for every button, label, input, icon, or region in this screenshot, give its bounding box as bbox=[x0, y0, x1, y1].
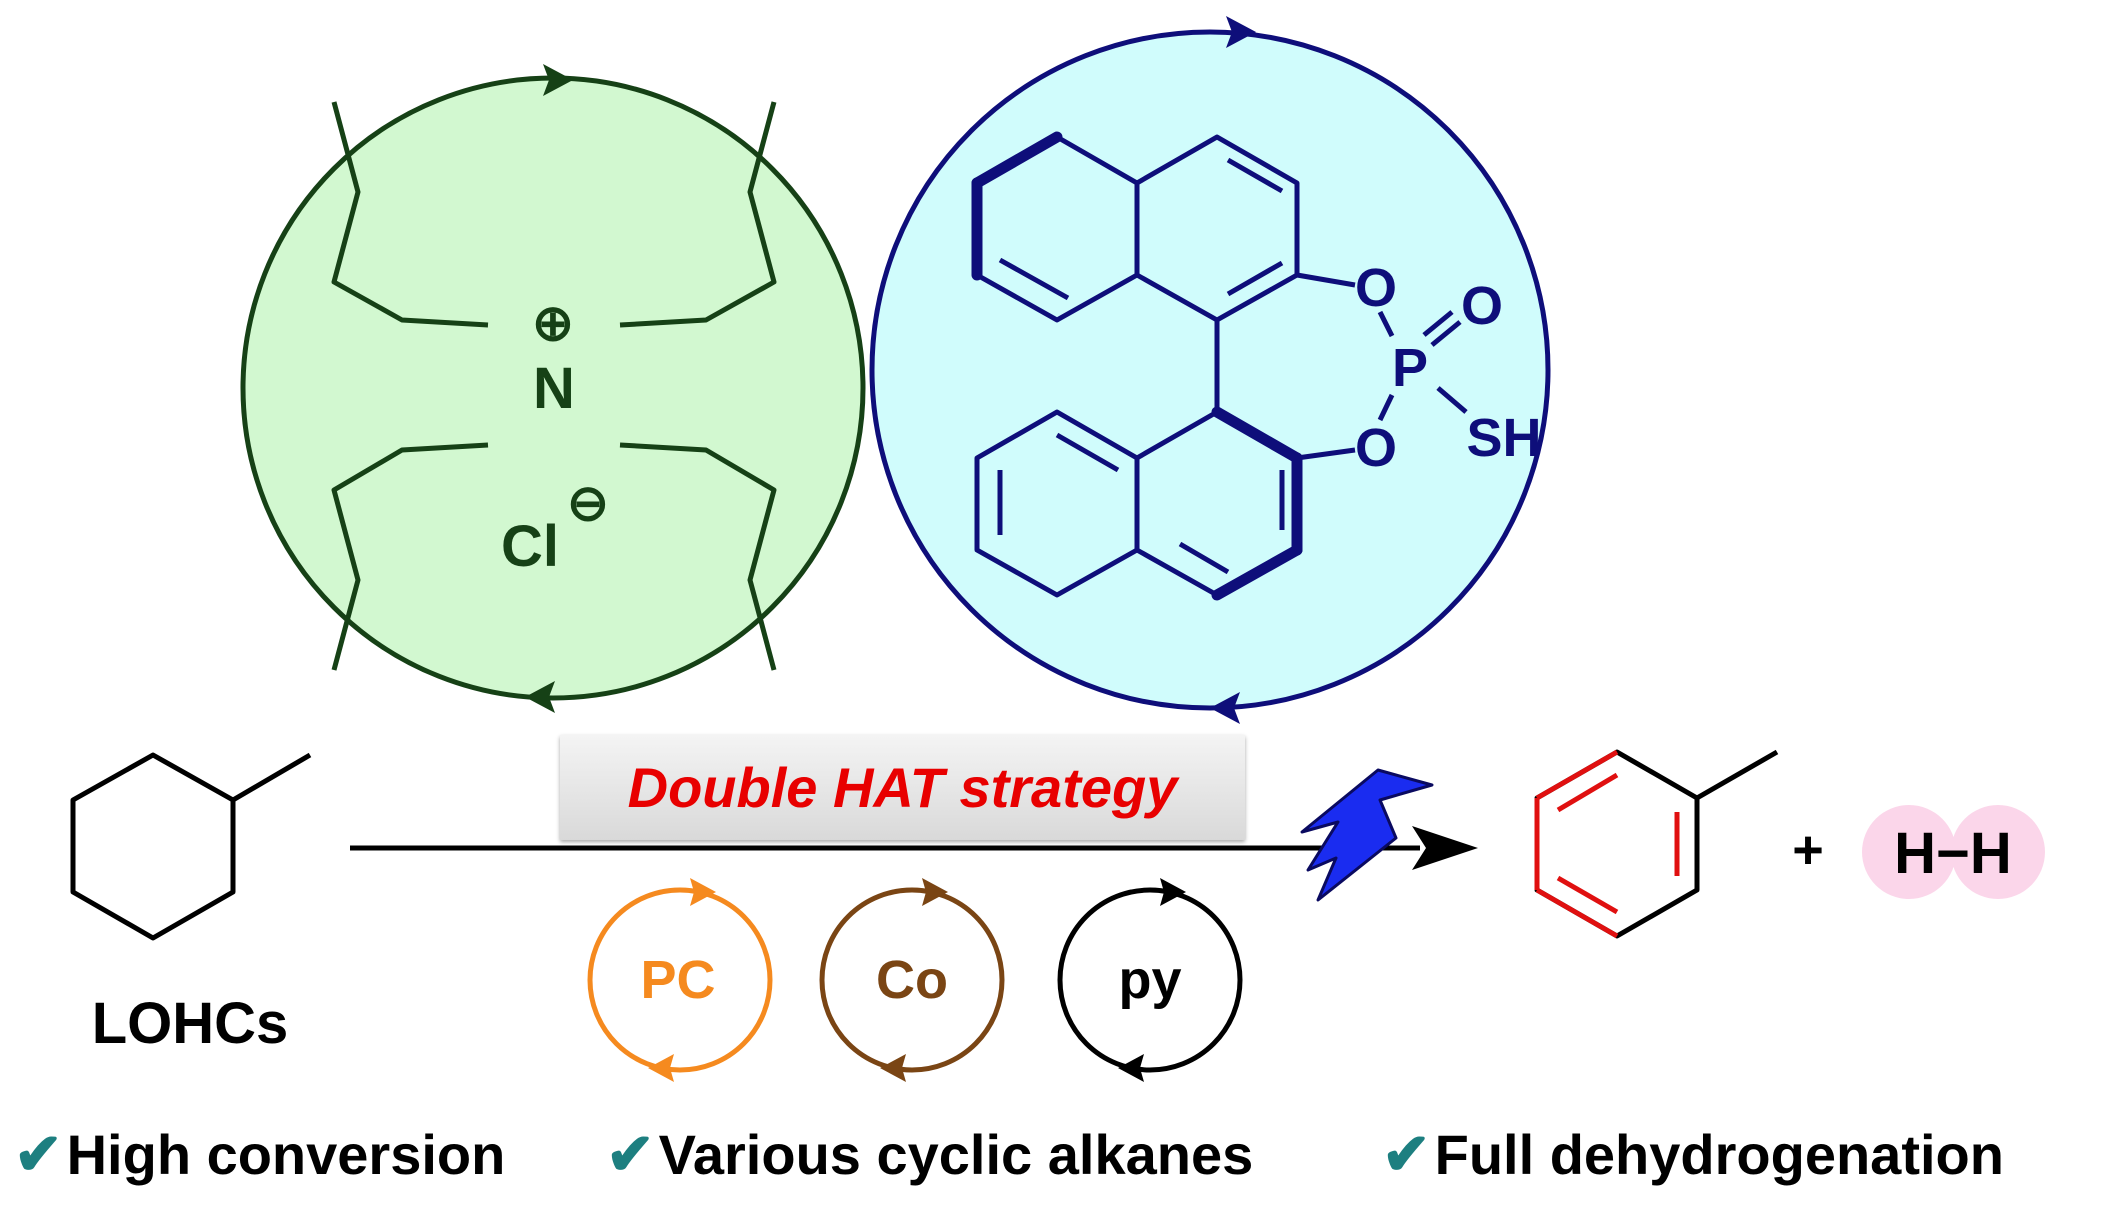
strategy-banner: Double HAT strategy bbox=[560, 735, 1245, 840]
mini-cycle-py: py bbox=[1057, 878, 1243, 1082]
hydrogen-label: H−H bbox=[1894, 821, 2012, 886]
plus-sign: + bbox=[1792, 820, 1824, 880]
anion-charge: ⊖ bbox=[567, 475, 609, 531]
blue-cycle-arrow-bottom bbox=[1210, 692, 1240, 724]
phosphorus-atom: P bbox=[1392, 338, 1428, 398]
mini-cycle-label: PC bbox=[640, 950, 715, 1010]
hydrogen-molecule: H−H bbox=[1862, 805, 2045, 899]
oxygen-double: O bbox=[1461, 276, 1503, 336]
green-cycle-arrow-bottom bbox=[525, 681, 555, 713]
feature-text: Various cyclic alkanes bbox=[658, 1122, 1254, 1186]
mini-cycle-pc: PC bbox=[587, 878, 773, 1082]
catalyst-cycle: O O P O SH bbox=[869, 16, 1551, 724]
product-toluene bbox=[1534, 749, 1779, 939]
check-icon: ✔ bbox=[606, 1122, 655, 1187]
strategy-title: Double HAT strategy bbox=[627, 756, 1178, 819]
cation-charge: ⊕ bbox=[532, 295, 574, 351]
oxygen-bottom: O bbox=[1355, 418, 1397, 478]
substrate-methylcyclohexane bbox=[70, 752, 312, 941]
light-bolt-icon bbox=[1300, 768, 1434, 902]
tbac-structure bbox=[331, 101, 777, 671]
check-icon: ✔ bbox=[1382, 1122, 1431, 1187]
green-cycle-arrow-top bbox=[543, 64, 573, 96]
blue-cycle-arrow-top bbox=[1226, 16, 1256, 48]
feature-high-conversion: ✔ High conversion bbox=[14, 1120, 505, 1188]
nitrogen-atom: N bbox=[533, 356, 575, 421]
chloride-atom: Cl bbox=[501, 514, 559, 579]
feature-text: Full dehydrogenation bbox=[1434, 1122, 2004, 1186]
reaction-arrow bbox=[350, 826, 1478, 870]
binol-wedge-bonds bbox=[971, 131, 1303, 601]
feature-text: High conversion bbox=[66, 1122, 506, 1186]
mini-cycle-label: py bbox=[1118, 950, 1181, 1010]
mini-cycle-label: Co bbox=[876, 950, 948, 1010]
oxygen-top: O bbox=[1355, 258, 1397, 318]
mini-cycle-co: Co bbox=[819, 878, 1005, 1082]
blue-cycle-ring bbox=[869, 29, 1551, 711]
thiol-group: SH bbox=[1466, 408, 1541, 468]
check-icon: ✔ bbox=[14, 1122, 63, 1187]
substrate-label: LOHCs bbox=[92, 991, 289, 1056]
feature-full-dehydrogenation: ✔ Full dehydrogenation bbox=[1382, 1120, 2004, 1188]
tbac-cycle: N ⊕ Cl ⊖ bbox=[240, 64, 866, 713]
feature-various-alkanes: ✔ Various cyclic alkanes bbox=[606, 1120, 1253, 1188]
